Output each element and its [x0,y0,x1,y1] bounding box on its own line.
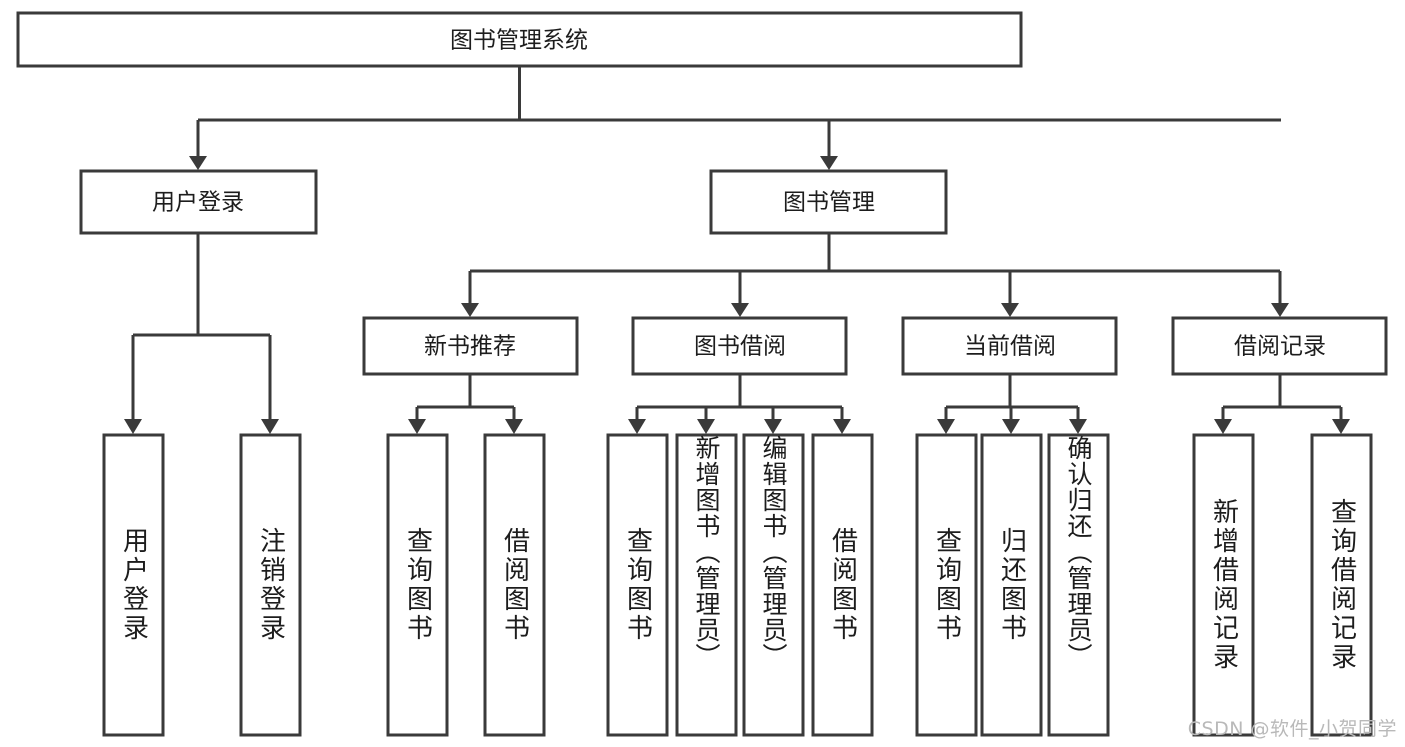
node-leaf-add-record[interactable] [1192,433,1255,737]
node-book-management[interactable]: 图书管理 [709,169,948,235]
node-leaf-borrow-book-1[interactable] [483,433,546,737]
node-borrow-record-label: 借阅记录 [1234,334,1326,360]
connector-borrow-record-to-leaves [1214,374,1350,434]
connector-new-book-recommend-to-leaves [408,374,523,434]
node-borrow-record[interactable]: 借阅记录 [1171,316,1388,376]
connector-book-management-to-level3 [461,233,1289,317]
node-book-borrow-label: 图书借阅 [694,334,786,360]
node-leaf-query-record[interactable] [1310,433,1373,737]
connector-root-to-level2 [189,66,1281,170]
connector-book-borrow-to-leaves [628,374,851,434]
node-leaf-query-book-2[interactable] [606,433,669,737]
node-current-borrow[interactable]: 当前借阅 [901,316,1118,376]
node-leaf-query-book-3[interactable] [915,433,978,737]
node-book-management-label: 图书管理 [783,190,875,216]
node-new-book-recommend[interactable]: 新书推荐 [362,316,579,376]
node-user-login[interactable]: 用户登录 [79,169,318,235]
node-root-label: 图书管理系统 [450,28,588,54]
node-leaf-confirm-return[interactable] [1047,433,1110,737]
node-leaf-logout-login[interactable] [239,433,302,737]
connector-user-login-to-leaves [124,233,279,434]
node-book-borrow[interactable]: 图书借阅 [631,316,848,376]
node-leaf-return-book[interactable] [980,433,1043,737]
node-new-book-recommend-label: 新书推荐 [424,334,516,360]
node-leaf-edit-book[interactable] [742,433,805,737]
node-leaf-query-book-1[interactable] [386,433,449,737]
node-user-login-label: 用户登录 [152,190,244,216]
connector-current-borrow-to-leaves [937,374,1087,434]
node-root[interactable]: 图书管理系统 [16,11,1023,68]
node-leaf-borrow-book-2[interactable] [811,433,874,737]
node-leaf-user-login[interactable] [102,433,165,737]
node-current-borrow-label: 当前借阅 [964,334,1056,360]
watermark-label: CSDN @软件_小贺同学 [1187,718,1397,740]
node-leaf-add-book[interactable] [675,433,738,737]
